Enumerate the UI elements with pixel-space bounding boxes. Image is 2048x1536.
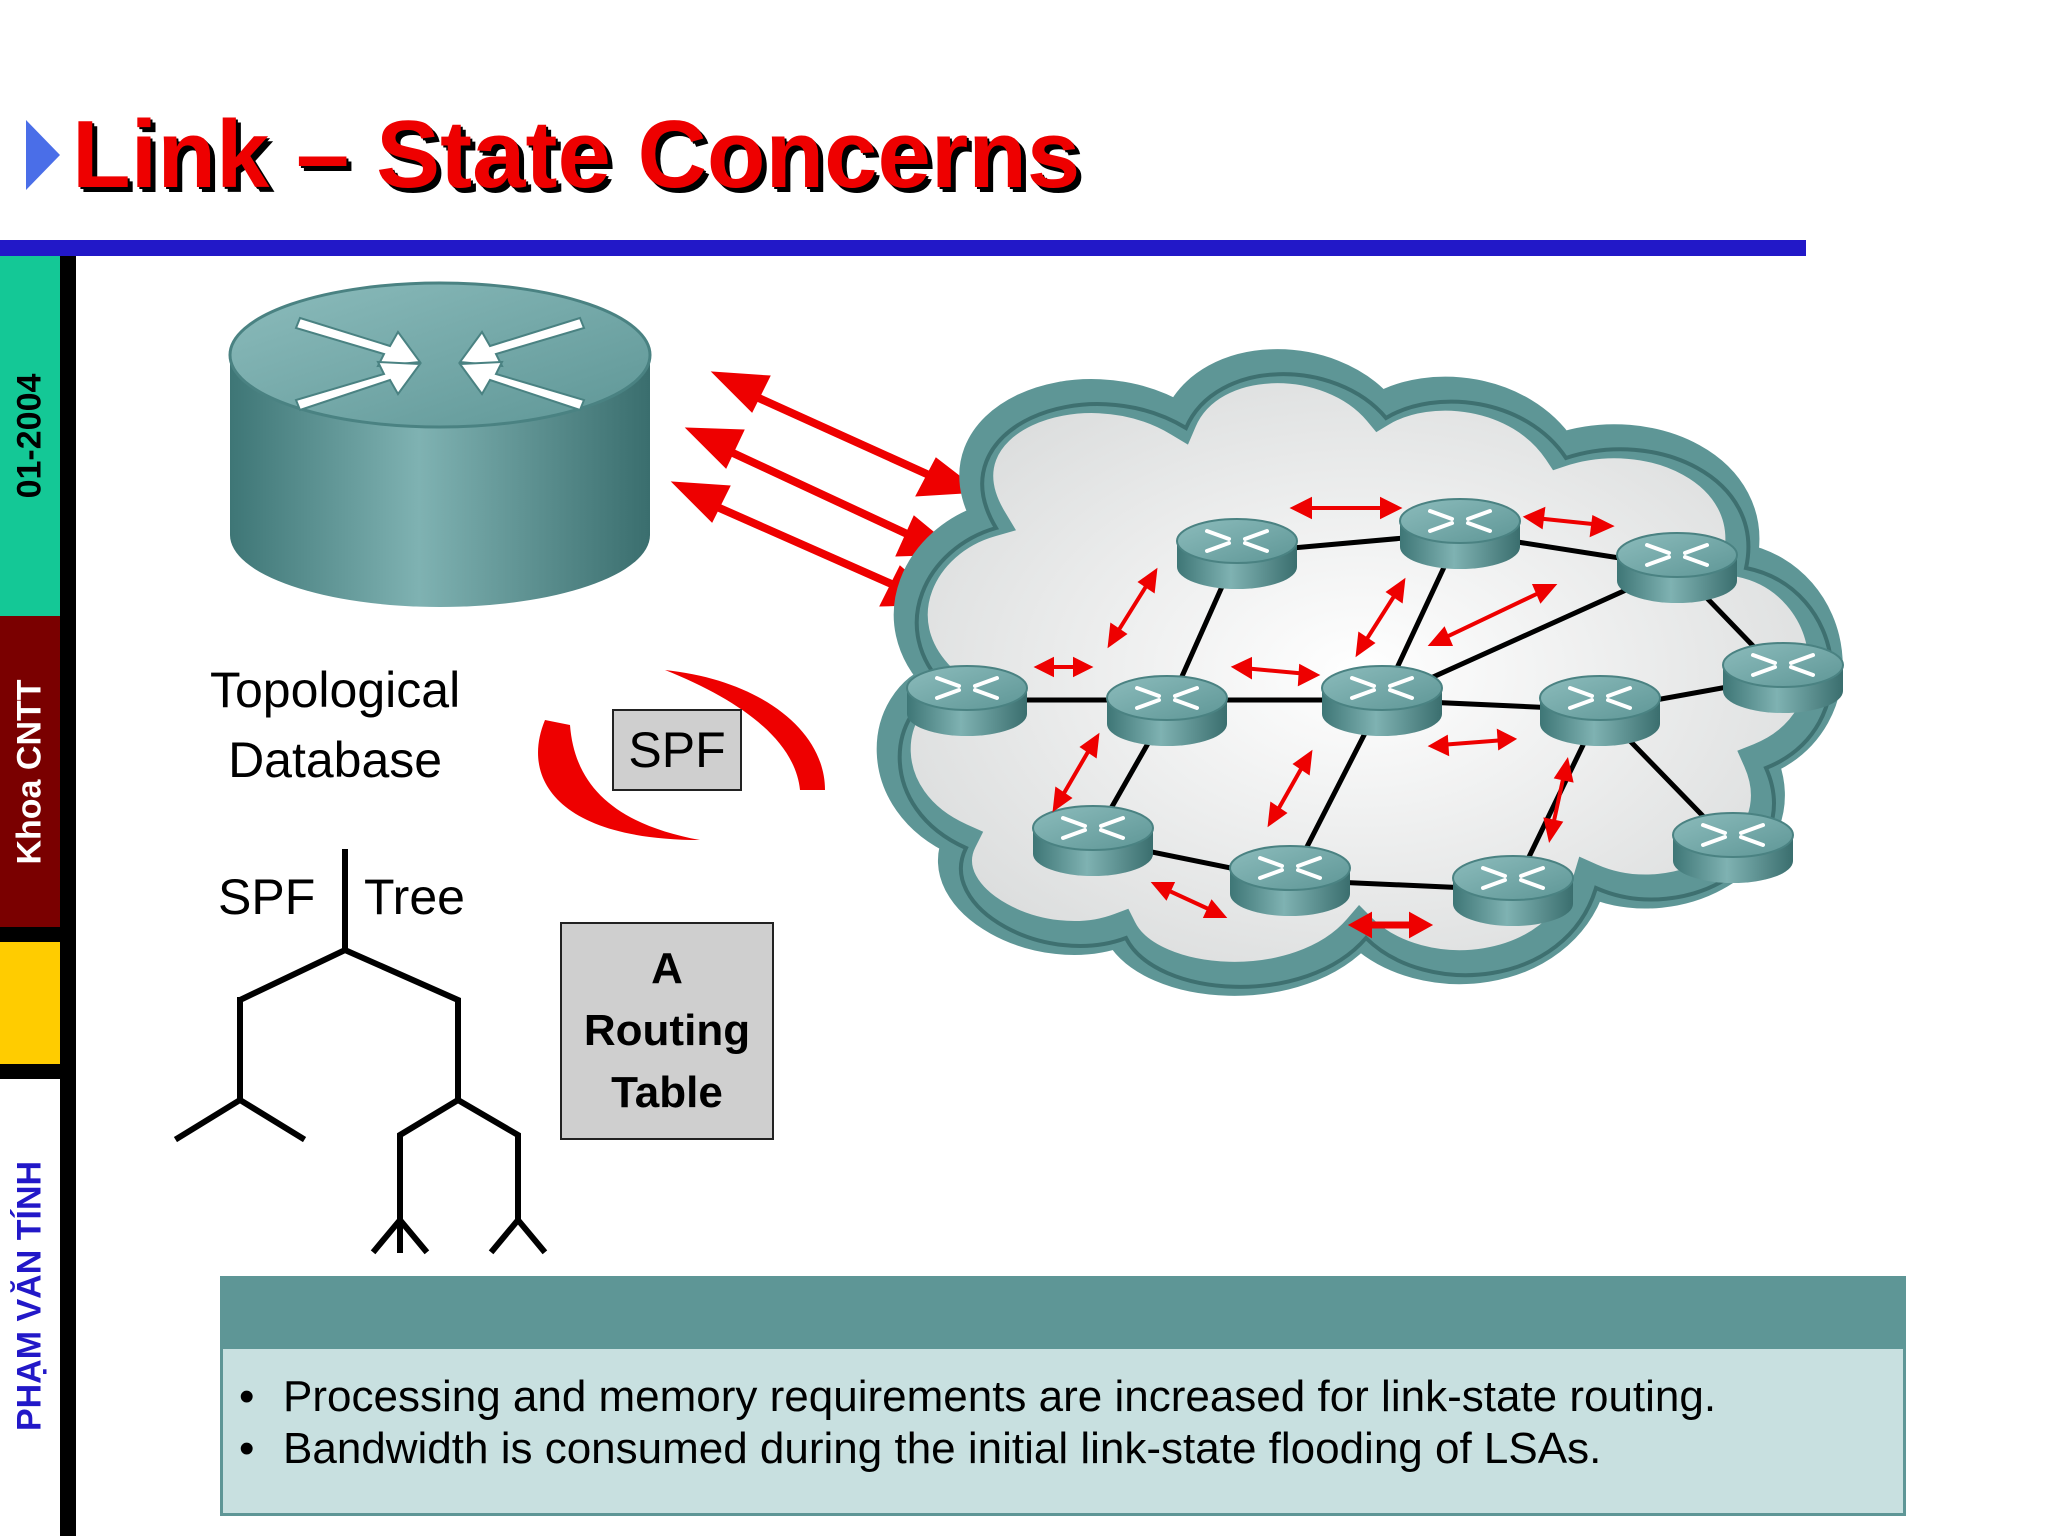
title-triangle-icon <box>26 120 60 190</box>
bullet-icon: • <box>239 1424 255 1473</box>
router-icon <box>1538 674 1662 748</box>
routing-table-line: Routing <box>583 1006 751 1055</box>
sidebar-maroon-block <box>0 616 60 927</box>
sidebar-green-block <box>0 256 60 616</box>
router-icon <box>1175 517 1299 591</box>
lsa-exchange-arrows <box>1033 496 1615 939</box>
router-icon <box>1320 664 1444 738</box>
database-label-line: Database <box>228 732 443 788</box>
topological-label-line: Topological <box>210 662 461 718</box>
large-router-icon <box>228 281 652 607</box>
spf-tree-label-left: SPF <box>218 869 316 925</box>
sidebar: 01-2004 Khoa CNTT PHẠM VĂN TÍNH <box>0 256 76 1536</box>
note-text: Bandwidth is consumed during the initial… <box>283 1424 1602 1473</box>
routing-table-box: A Routing Table <box>560 922 774 1140</box>
routing-table-line: A <box>651 944 683 993</box>
router-icon <box>1671 811 1795 885</box>
spf-tree-label-right: Tree <box>364 869 465 925</box>
sidebar-yellow-block <box>0 942 60 1064</box>
page-title: Link – State Concerns <box>72 101 1081 208</box>
list-item: • Processing and memory requirements are … <box>239 1371 1716 1423</box>
notes-list: • Processing and memory requirements are … <box>239 1371 1716 1475</box>
spf-box: SPF <box>612 709 742 791</box>
router-icon <box>905 664 1029 738</box>
sidebar-separator <box>0 927 60 942</box>
router-icon <box>1228 844 1352 918</box>
router-icon <box>1398 497 1522 571</box>
list-item: • Bandwidth is consumed during the initia… <box>239 1423 1716 1475</box>
topological-database-label: Topological Database <box>210 655 460 795</box>
bullet-icon: • <box>239 1372 255 1421</box>
routing-table-line: Table <box>611 1068 723 1117</box>
router-icon <box>1451 854 1575 928</box>
note-text: Processing and memory requirements are i… <box>283 1372 1717 1421</box>
lsa-flood-arrows <box>670 371 982 607</box>
title-rule <box>0 240 1806 256</box>
spf-cycle-arc <box>538 670 825 840</box>
spf-tree-icon <box>173 849 548 1255</box>
notes-box: • Processing and memory requirements are … <box>220 1276 1906 1516</box>
notes-box-header <box>223 1279 1903 1349</box>
router-icon <box>1615 531 1739 605</box>
router-icon <box>1105 674 1229 748</box>
router-icon <box>1031 804 1155 878</box>
sidebar-divider <box>60 256 76 1536</box>
router-icon <box>1721 641 1845 715</box>
sidebar-separator <box>0 1064 60 1079</box>
